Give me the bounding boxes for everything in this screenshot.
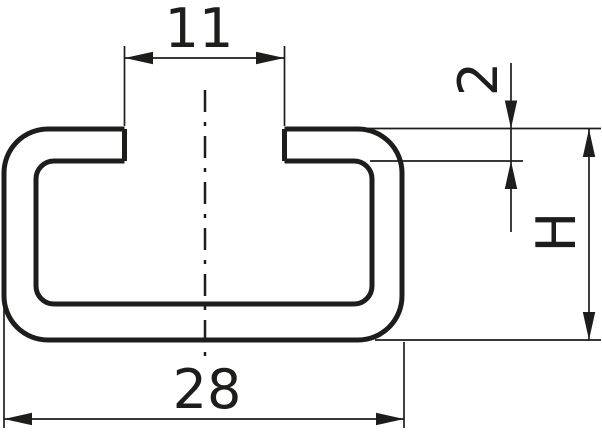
slot-width-arrow-right [256, 51, 285, 65]
slot-width-label: 11 [165, 0, 234, 60]
profile-outer-contour [1, 126, 405, 343]
dimension-overall-width: 28 [3, 305, 405, 428]
overall-width-arrow-left [4, 412, 32, 426]
profile-inner-contour [33, 158, 375, 307]
wall-thickness-label: 2 [447, 62, 510, 96]
dimension-wall-thickness: 2 [370, 62, 523, 232]
overall-width-arrow-right [376, 412, 404, 426]
height-arrow-top [582, 129, 596, 157]
height-label: H [525, 212, 588, 253]
profile-section [1, 90, 405, 362]
height-arrow-bottom [582, 312, 596, 340]
wall-thickness-arrow-top [504, 100, 518, 129]
overall-width-label: 28 [173, 358, 242, 421]
slot-width-arrow-left [124, 51, 153, 65]
wall-thickness-arrow-bottom [504, 161, 518, 189]
dimension-height: H [362, 127, 601, 341]
dimension-slot-width: 11 [123, 0, 286, 126]
